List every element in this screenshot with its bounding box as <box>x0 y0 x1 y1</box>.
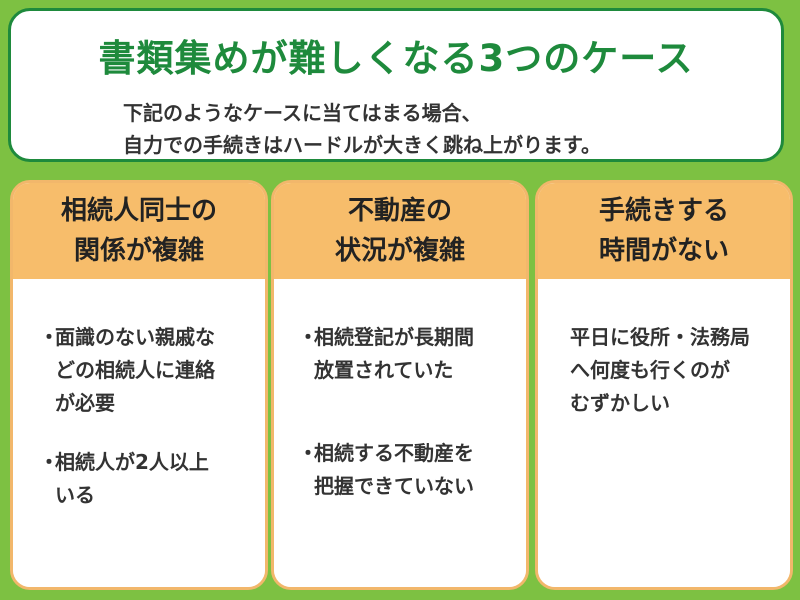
card-heading-line-2: 時間がない <box>598 236 729 266</box>
bullet-text-line: いる <box>55 483 95 507</box>
card-body: ・ 面識のない親戚な どの相続人に連絡 が必要 ・ 相続人が2人以上 いる <box>13 279 265 587</box>
subtitle-line-1: 下記のようなケースに当てはまる場合、 <box>123 101 482 125</box>
subtitle-line-2: 自力での手続きはハードルが大きく跳ね上がります。 <box>123 133 601 157</box>
bullet-text-line: 把握できていない <box>314 474 474 498</box>
card-heading-line-1: 手続きする <box>598 196 729 226</box>
bullet-dot: ・ <box>298 325 318 349</box>
bullet-item: ・ 相続する不動産を 把握できていない <box>298 437 512 503</box>
card-heading-line-2: 状況が複雑 <box>334 236 465 266</box>
bullet-text-line: が必要 <box>55 391 115 415</box>
card-heading-line-1: 相続人同士の <box>60 196 217 226</box>
bullet-item: ・ 面識のない親戚な どの相続人に連絡 が必要 <box>39 321 251 420</box>
card-header: 手続きする 時間がない <box>538 183 790 279</box>
card-heading-line-1: 不動産の <box>347 196 452 226</box>
card-text: 平日に役所・法務局 へ何度も行くのが むずかしい <box>564 321 776 420</box>
bullet-text-line: 面識のない親戚な <box>55 325 215 349</box>
card-header: 相続人同士の 関係が複雑 <box>13 183 265 279</box>
card-heading-line-2: 関係が複雑 <box>73 236 204 266</box>
page-subtitle: 下記のようなケースに当てはまる場合、 自力での手続きはハードルが大きく跳ね上がり… <box>123 97 601 161</box>
page-title: 書類集めが難しくなる3つのケース <box>98 37 694 80</box>
bullet-text-line: 相続人が2人以上 <box>55 450 209 474</box>
card-body: ・ 相続登記が長期間 放置されていた ・ 相続する不動産を 把握できていない <box>274 279 526 587</box>
bullet-text-line: 相続する不動産を <box>314 441 474 465</box>
case-card-real-estate: 不動産の 状況が複雑 ・ 相続登記が長期間 放置されていた ・ 相続する不動産を… <box>271 180 529 590</box>
card-text-line: へ何度も行くのが <box>570 358 730 382</box>
card-text-line: 平日に役所・法務局 <box>570 325 750 349</box>
case-card-no-time: 手続きする 時間がない 平日に役所・法務局 へ何度も行くのが むずかしい <box>535 180 793 590</box>
card-text-line: むずかしい <box>570 391 670 415</box>
bullet-text-line: 相続登記が長期間 <box>314 325 474 349</box>
bullet-text-line: 放置されていた <box>314 358 454 382</box>
card-header: 不動産の 状況が複雑 <box>274 183 526 279</box>
card-body: 平日に役所・法務局 へ何度も行くのが むずかしい <box>538 279 790 587</box>
bullet-dot: ・ <box>298 441 318 465</box>
bullet-dot: ・ <box>39 450 59 474</box>
case-card-relationships: 相続人同士の 関係が複雑 ・ 面識のない親戚な どの相続人に連絡 が必要 ・ 相… <box>10 180 268 590</box>
bullet-dot: ・ <box>39 325 59 349</box>
bullet-text-line: どの相続人に連絡 <box>55 358 215 382</box>
bullet-item: ・ 相続人が2人以上 いる <box>39 446 251 512</box>
header-box: 書類集めが難しくなる3つのケース 下記のようなケースに当てはまる場合、 自力での… <box>8 8 784 162</box>
bullet-item: ・ 相続登記が長期間 放置されていた <box>298 321 512 387</box>
